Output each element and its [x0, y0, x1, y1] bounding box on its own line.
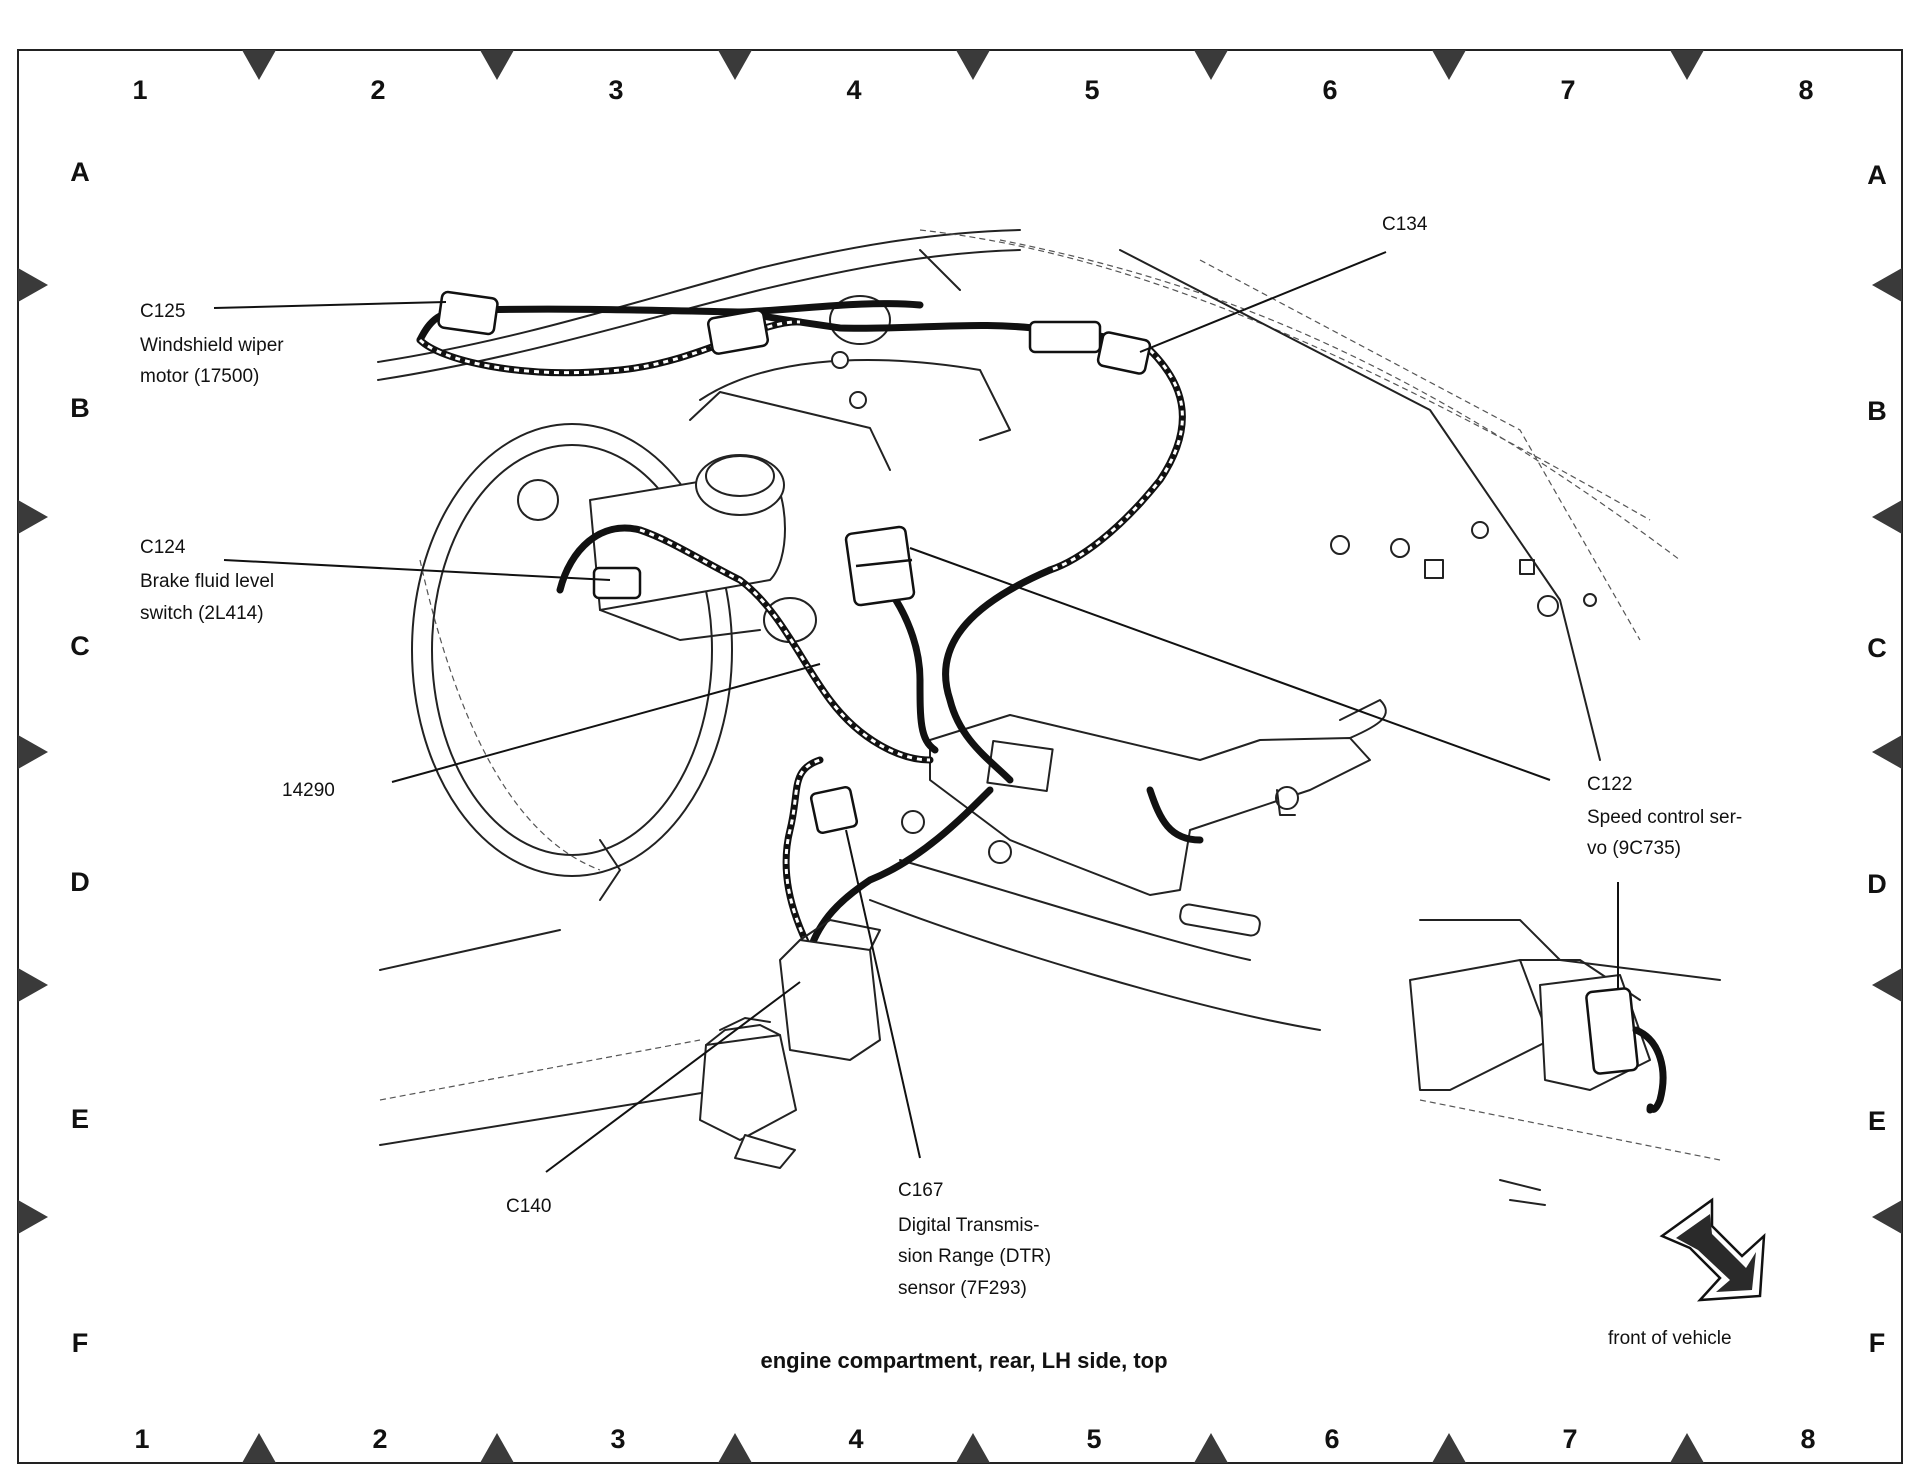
harness-bracket [929, 714, 1371, 896]
connector-c124 [592, 566, 642, 600]
c140-component [699, 919, 881, 1169]
callout-c122: C122 Speed control ser- vo (9C735) [1587, 774, 1742, 859]
diagram-caption: engine compartment, rear, LH side, top [760, 1348, 1167, 1373]
connector-c134 [1096, 331, 1152, 375]
speed-control-servo-inset [1409, 919, 1721, 1206]
leader-c167 [845, 829, 921, 1159]
leader-lines [213, 251, 1619, 1173]
grid-markers-left [18, 268, 48, 1234]
callout-c167-id: C167 [898, 1180, 943, 1201]
leader-c122-harness [909, 547, 1551, 781]
grid-row-F-left: F [72, 1328, 89, 1358]
grid-row-C-left: C [70, 631, 90, 661]
brake-booster [411, 423, 733, 877]
callout-14290: 14290 [282, 780, 335, 801]
callout-c122-line2: vo (9C735) [1587, 838, 1681, 859]
grid-col-8-bottom: 8 [1800, 1424, 1815, 1454]
direction-arrow-icon [1659, 1197, 1766, 1302]
grid-col-2-bottom: 2 [372, 1424, 387, 1454]
bolt-icon [1275, 786, 1299, 810]
grid-row-D-left: D [70, 867, 90, 897]
grid-col-1-top: 1 [132, 75, 147, 105]
callout-c140: C140 [506, 1196, 551, 1217]
bolt-icon [901, 810, 925, 834]
connector-c122-harness [844, 525, 916, 607]
callout-c167: C167 Digital Transmis- sion Range (DTR) … [898, 1180, 1051, 1299]
callout-c167-line1: Digital Transmis- [898, 1215, 1039, 1236]
grid-columns-top: 1 2 3 4 5 6 7 8 [132, 75, 1813, 105]
grid-col-3-top: 3 [608, 75, 623, 105]
callout-c122-line1: Speed control ser- [1587, 807, 1742, 828]
grid-col-4-bottom: 4 [848, 1424, 863, 1454]
grid-col-6-bottom: 6 [1324, 1424, 1339, 1454]
grid-row-A-right: A [1867, 160, 1887, 190]
callout-c124-line1: Brake fluid level [140, 571, 274, 592]
grid-markers-top [242, 50, 1704, 80]
grid-col-5-bottom: 5 [1086, 1424, 1101, 1454]
wiring-harness [416, 300, 1204, 954]
grid-row-E-right: E [1868, 1106, 1886, 1136]
connector-left-cowl [707, 309, 769, 355]
bolt-icon [988, 840, 1012, 864]
grid-row-B-left: B [70, 393, 90, 423]
callout-c122-id: C122 [1587, 774, 1632, 795]
leader-c140 [545, 981, 801, 1173]
callout-c124: C124 Brake fluid level switch (2L414) [140, 537, 274, 624]
connector-c125 [437, 290, 499, 336]
callout-14290-id: 14290 [282, 780, 335, 801]
connector-c167 [809, 785, 859, 835]
callout-c125-id: C125 [140, 301, 185, 322]
connector-c122 [1585, 987, 1639, 1075]
leader-c125 [213, 301, 447, 309]
callout-c167-line2: sion Range (DTR) [898, 1246, 1051, 1267]
engine-compartment-drawing [377, 229, 1681, 1146]
grid-col-4-top: 4 [846, 75, 861, 105]
grid-col-1-bottom: 1 [134, 1424, 149, 1454]
grid-col-7-top: 7 [1560, 75, 1575, 105]
grid-row-E-left: E [71, 1104, 89, 1134]
grid-row-A-left: A [70, 157, 90, 187]
connectors [437, 290, 1152, 835]
leader-c134 [1139, 251, 1387, 353]
grid-row-C-right: C [1867, 633, 1887, 663]
grid-col-3-bottom: 3 [610, 1424, 625, 1454]
grid-markers-right [1872, 268, 1902, 1234]
grid-columns-bottom: 1 2 3 4 5 6 7 8 [134, 1424, 1815, 1454]
grid-markers-bottom [242, 1433, 1704, 1463]
grid-rows-right: A B C D E F [1867, 160, 1887, 1358]
callout-c124-id: C124 [140, 537, 186, 558]
callout-c125-line1: Windshield wiper [140, 335, 284, 356]
grid-row-F-right: F [1869, 1328, 1886, 1358]
grid-col-6-top: 6 [1322, 75, 1337, 105]
callout-c134: C134 [1382, 214, 1428, 235]
callout-c125: C125 Windshield wiper motor (17500) [140, 301, 284, 387]
callout-c140-id: C140 [506, 1196, 551, 1217]
callout-c124-line2: switch (2L414) [140, 603, 264, 624]
grid-col-5-top: 5 [1084, 75, 1099, 105]
orientation-label: front of vehicle [1608, 1328, 1732, 1349]
leader-14290 [391, 663, 821, 783]
grid-col-8-top: 8 [1798, 75, 1813, 105]
leader-c124 [223, 559, 611, 581]
callout-c125-line2: motor (17500) [140, 366, 259, 387]
grid-col-2-top: 2 [370, 75, 385, 105]
grid-col-7-bottom: 7 [1562, 1424, 1577, 1454]
grid-row-B-right: B [1867, 396, 1887, 426]
grid-row-D-right: D [1867, 869, 1887, 899]
callout-c134-id: C134 [1382, 214, 1428, 235]
callout-c167-line3: sensor (7F293) [898, 1278, 1027, 1299]
grid-rows-left: A B C D E F [70, 157, 90, 1358]
connector-center [1028, 320, 1102, 354]
